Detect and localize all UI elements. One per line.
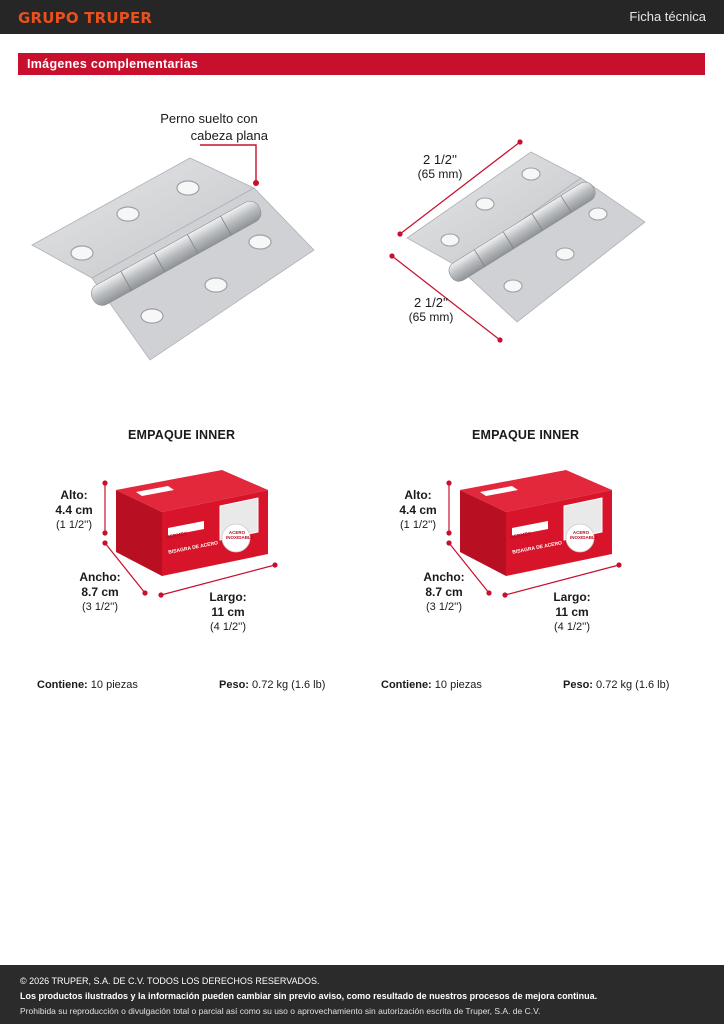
contiene-value-1: 10 piezas xyxy=(90,679,138,691)
peso-label-1: Peso: xyxy=(219,679,249,691)
ancho-label-1: Ancho: xyxy=(79,570,121,584)
pin-callout-line2: cabeza plana xyxy=(190,128,268,143)
dimension-bottom-mm: (65 mm) xyxy=(408,310,454,324)
dimension-bottom-label: 2 1/2'' (65 mm) xyxy=(400,295,462,325)
package-ancho-1: Ancho: 8.7 cm (3 1/2'') xyxy=(76,570,124,615)
package-largo-2: Largo: 11 cm (4 1/2'') xyxy=(548,590,596,635)
package-box-image-2 xyxy=(460,470,612,576)
dimension-top-label: 2 1/2'' (65 mm) xyxy=(410,152,470,182)
box-badge-line2-1: INOXIDABLE xyxy=(226,535,254,540)
contiene-value-2: 10 piezas xyxy=(434,679,482,691)
section-title: Imágenes complementarias xyxy=(27,57,199,71)
alto-in-2: (1 1/2'') xyxy=(400,519,436,531)
ancho-cm-1: 8.7 cm xyxy=(81,585,119,599)
contiene-label-2: Contiene: xyxy=(381,679,432,691)
pin-callout-line1: Perno suelto con xyxy=(160,111,258,126)
alto-in-1: (1 1/2'') xyxy=(56,519,92,531)
contiene-info-1: Contiene: 10 piezas xyxy=(37,679,138,691)
package-title-1: EMPAQUE INNER xyxy=(128,428,236,442)
hinge-image-right xyxy=(406,151,646,323)
dimension-top-mm: (65 mm) xyxy=(417,167,463,181)
package-alto-2: Alto: 4.4 cm (1 1/2'') xyxy=(394,488,442,533)
box-badge-line1-2: ACERO xyxy=(572,530,590,535)
hinge-image-left xyxy=(31,157,315,361)
document-type-label: Ficha técnica xyxy=(629,9,706,24)
ancho-in-1: (3 1/2'') xyxy=(82,601,118,613)
contiene-label-1: Contiene: xyxy=(37,679,88,691)
ancho-in-2: (3 1/2'') xyxy=(426,601,462,613)
largo-in-1: (4 1/2'') xyxy=(210,621,246,633)
footer-legal: Prohibida su reproducción o divulgación … xyxy=(20,1006,541,1016)
footer-copyright: © 2026 TRUPER, S.A. DE C.V. TODOS LOS DE… xyxy=(20,976,320,986)
box-badge-1: ACERO INOXIDABLE xyxy=(226,530,254,540)
contiene-info-2: Contiene: 10 piezas xyxy=(381,679,482,691)
largo-label-1: Largo: xyxy=(209,590,247,604)
dimension-top-value: 2 1/2'' xyxy=(423,152,457,167)
package-dimension-lines-1 xyxy=(102,480,278,598)
largo-label-2: Largo: xyxy=(553,590,591,604)
alto-cm-1: 4.4 cm xyxy=(55,503,93,517)
alto-cm-2: 4.4 cm xyxy=(399,503,437,517)
ancho-cm-2: 8.7 cm xyxy=(425,585,463,599)
package-alto-1: Alto: 4.4 cm (1 1/2'') xyxy=(50,488,98,533)
ancho-label-2: Ancho: xyxy=(423,570,465,584)
package-ancho-2: Ancho: 8.7 cm (3 1/2'') xyxy=(420,570,468,615)
package-dimension-lines-2 xyxy=(446,480,622,598)
footer-notice: Los productos ilustrados y la informació… xyxy=(20,991,598,1001)
dimension-bottom-value: 2 1/2'' xyxy=(414,295,448,310)
box-badge-2: ACERO INOXIDABLE xyxy=(570,530,598,540)
page-footer: © 2026 TRUPER, S.A. DE C.V. TODOS LOS DE… xyxy=(0,965,724,1024)
package-title-2: EMPAQUE INNER xyxy=(472,428,580,442)
package-box-image-1 xyxy=(116,470,268,576)
alto-label-2: Alto: xyxy=(404,488,432,502)
peso-value-1: 0.72 kg (1.6 lb) xyxy=(252,679,326,691)
box-badge-line1-1: ACERO xyxy=(228,530,246,535)
hinge-dimension-lines xyxy=(389,139,523,343)
pin-callout-label: Perno suelto con cabeza plana xyxy=(150,110,268,144)
largo-in-2: (4 1/2'') xyxy=(554,621,590,633)
callout-line xyxy=(200,144,257,183)
peso-info-2: Peso: 0.72 kg (1.6 lb) xyxy=(563,679,669,691)
box-badge-line2-2: INOXIDABLE xyxy=(570,535,598,540)
peso-value-2: 0.72 kg (1.6 lb) xyxy=(596,679,670,691)
brand-logo: GRUPO TRUPER xyxy=(18,9,153,27)
section-header: Imágenes complementarias xyxy=(18,53,705,75)
peso-info-1: Peso: 0.72 kg (1.6 lb) xyxy=(219,679,325,691)
peso-label-2: Peso: xyxy=(563,679,593,691)
top-header-bar: GRUPO TRUPER Ficha técnica xyxy=(0,0,724,34)
alto-label-1: Alto: xyxy=(60,488,88,502)
package-largo-1: Largo: 11 cm (4 1/2'') xyxy=(204,590,252,635)
largo-cm-1: 11 cm xyxy=(211,605,245,619)
largo-cm-2: 11 cm xyxy=(555,605,589,619)
